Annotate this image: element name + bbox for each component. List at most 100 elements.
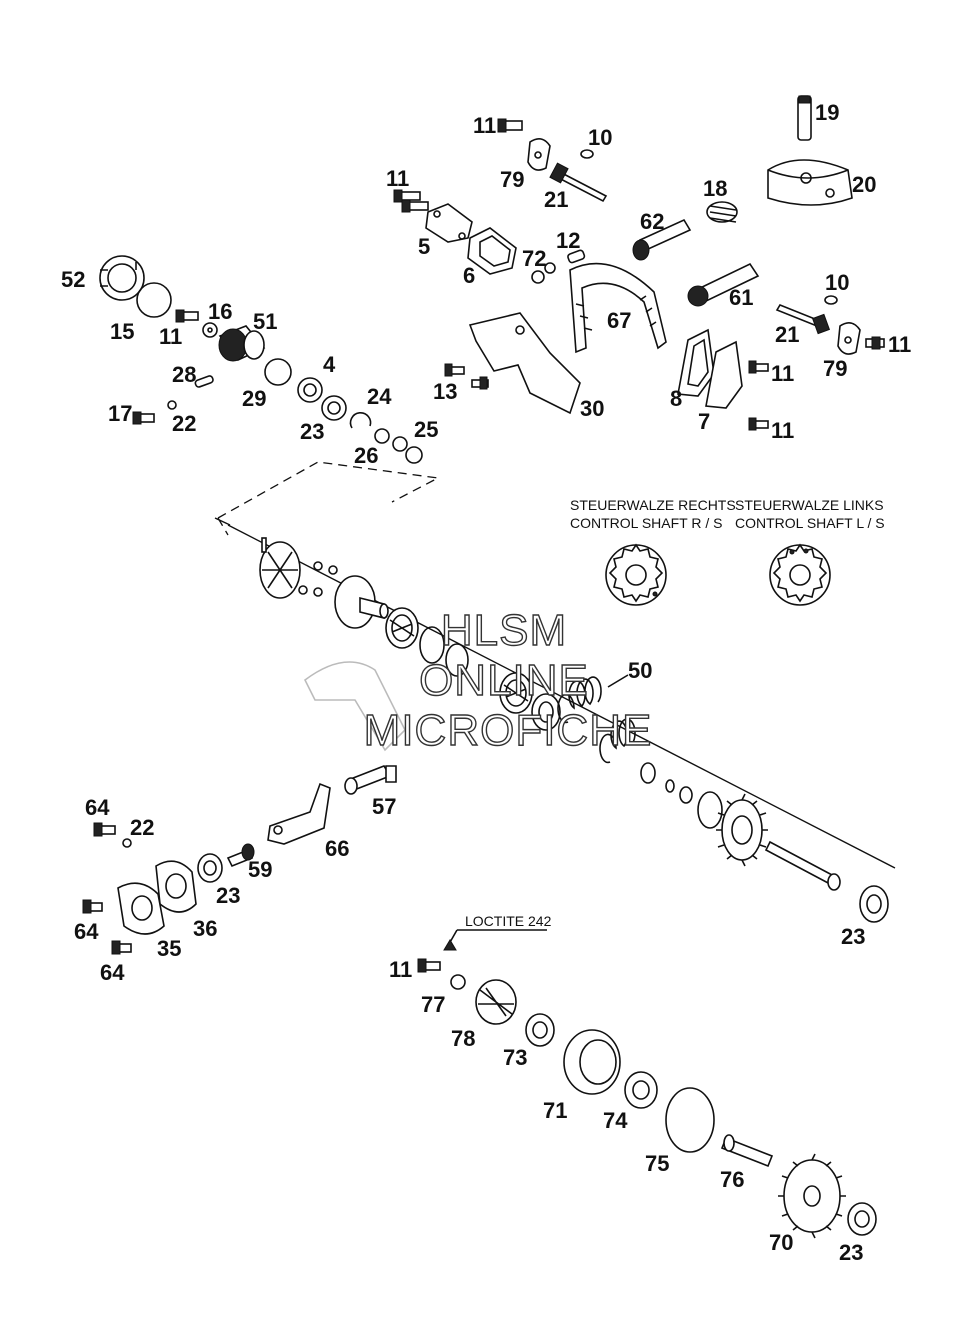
needle-bearing-1 (385, 607, 419, 649)
caption-left-shaft-en: CONTROL SHAFT L / S (735, 515, 885, 531)
needle-bearing-2 (499, 672, 533, 714)
cover-5 (425, 203, 473, 243)
bearing-74 (624, 1071, 658, 1109)
callout-number: 67 (607, 308, 631, 333)
spring-a (557, 676, 602, 724)
callout-number: 79 (500, 167, 524, 192)
callout-number: 23 (300, 419, 324, 444)
washer-26 (374, 428, 390, 444)
callout-number: 51 (253, 309, 277, 334)
pin-28 (194, 375, 214, 388)
callout-number: 28 (172, 362, 196, 387)
bolt-11-c (175, 309, 199, 323)
callout-number: 12 (556, 228, 580, 253)
spring-b (599, 718, 636, 764)
callout-number: 35 (157, 936, 181, 961)
callout-number: 22 (172, 411, 196, 436)
callout-number: 50 (628, 658, 652, 683)
gear-70 (778, 1153, 846, 1239)
bearing-23-d (847, 1202, 877, 1236)
bearing-50 (531, 693, 561, 731)
callout-number: 64 (85, 795, 110, 820)
callout-number: 6 (463, 263, 475, 288)
caption-right-shaft-de: STEUERWALZE RECHTS (570, 497, 736, 513)
bushing-51 (218, 325, 266, 362)
shaft-flange (334, 575, 389, 629)
caption-left-shaft-de: STEUERWALZE LINKS (735, 497, 884, 513)
watermark-line-2: ONLINE (419, 656, 589, 705)
pin-19 (797, 95, 812, 141)
washer-16 (202, 322, 218, 338)
cover-35 (117, 882, 165, 935)
callout-number: 11 (473, 113, 496, 138)
callout-number: 57 (372, 794, 396, 819)
caption-loctite: LOCTITE 242 (465, 913, 552, 929)
loctite-leader (448, 929, 547, 945)
pin-12 (567, 249, 586, 264)
bearing-23-a (321, 395, 347, 421)
callout-number: 17 (108, 401, 132, 426)
oring-75 (665, 1087, 715, 1153)
dashed-reference-line (217, 461, 441, 536)
callout-number: 74 (603, 1108, 628, 1133)
callout-number: 10 (825, 270, 849, 295)
impeller-assembly (259, 537, 338, 599)
callout-number: 70 (769, 1230, 793, 1255)
shaft-21-a (549, 162, 608, 203)
screw-59 (226, 843, 255, 868)
caption-right-shaft-en: CONTROL SHAFT R / S (570, 515, 722, 531)
loctite-drop (443, 939, 457, 951)
chain-ghost (303, 661, 406, 752)
callout-number: 15 (110, 319, 134, 344)
watermark-line-1: HLSM (441, 606, 567, 655)
callout-number: 7 (698, 409, 710, 434)
callout-number: 78 (451, 1026, 475, 1051)
nut-72 (531, 262, 556, 284)
washer-77 (450, 974, 466, 990)
callout-number: 29 (242, 386, 266, 411)
impeller-78 (475, 979, 517, 1025)
callout-number: 76 (720, 1167, 744, 1192)
bracket-30 (468, 312, 581, 415)
ring-22-b (122, 838, 132, 848)
callout-number: 72 (522, 246, 546, 271)
callout-number: 26 (354, 443, 378, 468)
callout-number: 16 (208, 299, 232, 324)
callout-number: 11 (771, 361, 794, 386)
callout-number: 11 (389, 957, 412, 982)
callout-number: 59 (248, 857, 272, 882)
watermark-line-3: MICROFICHE (364, 706, 653, 755)
ring-29 (264, 358, 292, 386)
oring-15 (136, 282, 172, 318)
lever-66 (267, 782, 331, 845)
callout-number: 4 (323, 352, 336, 377)
clip-79-b (837, 322, 861, 355)
bearing-23-c (197, 853, 223, 883)
gasket-6 (467, 227, 517, 275)
callout-number: 77 (421, 992, 445, 1017)
callout-number: 11 (888, 332, 911, 357)
oring-10-b (824, 295, 838, 305)
bolt-64-a (93, 822, 116, 837)
callout-number: 62 (640, 209, 664, 234)
spring-18 (706, 201, 738, 223)
clip-79-a (527, 138, 551, 171)
callout-number: 75 (645, 1151, 669, 1176)
bolt-64-b (82, 899, 103, 914)
callout-number: 18 (703, 176, 727, 201)
callout-number: 21 (544, 187, 568, 212)
bolt-13-a (444, 363, 465, 377)
bolt-11-e (748, 360, 769, 374)
oring-10-a (580, 149, 594, 159)
gasket-7 (705, 340, 743, 409)
callout-number: 23 (841, 924, 865, 949)
callout-numbers: 11 10 79 21 19 20 11 18 62 5 6 12 72 52 … (61, 100, 911, 1265)
piston-20 (767, 159, 853, 206)
callout-number: 13 (433, 379, 457, 404)
callout-number: 8 (670, 386, 682, 411)
bolts-11-b (393, 189, 429, 213)
control-shaft-right-drawing (605, 543, 667, 606)
callout-number: 20 (852, 172, 876, 197)
ring-22-a (167, 400, 177, 410)
